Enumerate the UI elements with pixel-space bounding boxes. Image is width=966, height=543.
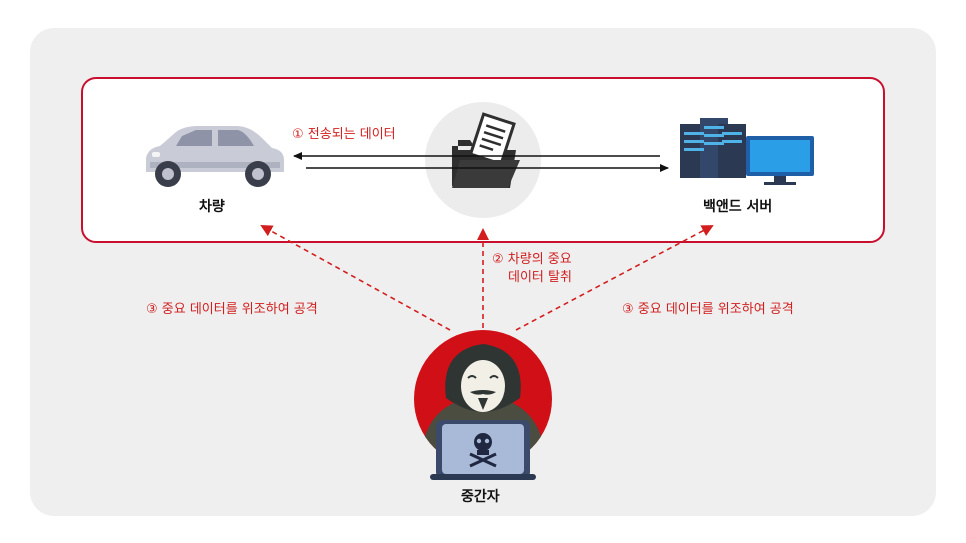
- node-label-server: 백앤드 서버: [703, 199, 773, 215]
- label-forge-attack-vehicle: ③ 중요 데이터를 위조하여 공격: [146, 302, 318, 317]
- label-data-theft-line1: ② 차량의 중요: [492, 252, 572, 267]
- label-data-theft-line2: 데이터 탈취: [508, 270, 572, 285]
- label-forge-attack-server: ③ 중요 데이터를 위조하여 공격: [622, 302, 794, 317]
- node-label-attacker: 중간자: [461, 489, 500, 505]
- label-transmitted-data: ① 전송되는 데이터: [292, 127, 396, 142]
- hacker-icon: [414, 330, 552, 480]
- server-icon: [680, 118, 814, 185]
- folder-icon: [425, 102, 541, 218]
- node-label-vehicle: 차량: [199, 199, 225, 215]
- car-icon: [146, 126, 284, 187]
- attack-arrow-to-server: [515, 225, 714, 331]
